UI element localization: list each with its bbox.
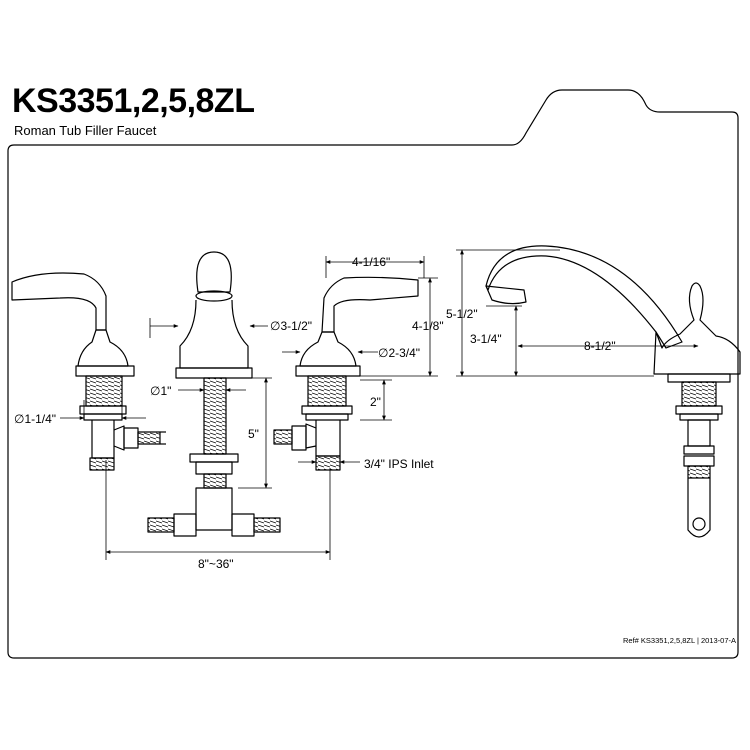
dim-inlet: 3/4" IPS Inlet — [364, 457, 434, 471]
dim-spout-base-diameter: ∅1" — [150, 384, 171, 398]
dim-spout-reach: 8-1/2" — [584, 339, 616, 353]
dim-spout-height: 5-1/2" — [446, 307, 478, 321]
left-handle-valve — [11, 272, 166, 471]
frame — [7, 89, 739, 659]
dim-spout-outlet-height: 3-1/4" — [470, 332, 502, 346]
dim-handle-inlet-diameter: ∅1-1/4" — [14, 412, 56, 426]
dim-valve-height: 2" — [370, 395, 381, 409]
dim-handle-base-diameter: ∅2-3/4" — [378, 346, 420, 360]
dim-spout-to-valve-height: 5" — [248, 427, 259, 441]
dim-handle-reach: 4-1/16" — [352, 255, 390, 269]
center-spout — [147, 251, 281, 537]
dim-handle-height: 4-1/8" — [412, 319, 444, 333]
product-description: Roman Tub Filler Faucet — [14, 123, 157, 138]
side-view-spout — [485, 245, 741, 538]
right-handle-valve — [273, 276, 419, 471]
dim-valve-escutcheon-diameter: ∅3-1/2" — [270, 319, 312, 333]
dim-spread: 8"~36" — [198, 557, 234, 571]
reference-number: Ref# KS3351,2,5,8ZL | 2013-07-A — [623, 636, 736, 645]
model-number: KS3351,2,5,8ZL — [12, 82, 255, 120]
